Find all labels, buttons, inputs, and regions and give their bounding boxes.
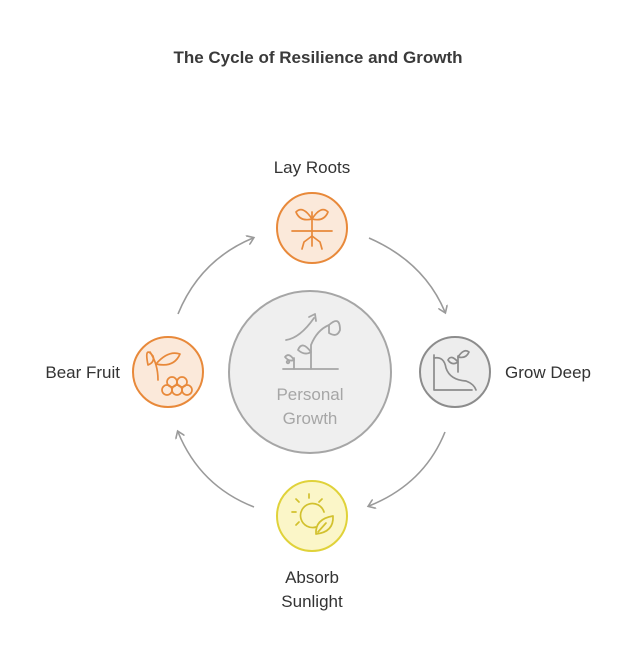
label-grow-deep: Grow Deep (505, 363, 591, 382)
diagram-title: The Cycle of Resilience and Growth (173, 48, 463, 67)
arrow-sunlight-to-fruit (178, 432, 255, 508)
fruit-branch-icon (145, 351, 193, 396)
sprout-roots-icon (291, 208, 333, 250)
arrow-fruit-to-roots (177, 238, 253, 315)
arrow-roots-to-deep (368, 237, 445, 312)
center-label-line1: Personal (276, 385, 344, 404)
node-lay-roots (276, 192, 348, 264)
label-absorb-sunlight-line2: Sunlight (281, 592, 343, 611)
center-label-line2: Growth (282, 409, 338, 428)
label-bear-fruit: Bear Fruit (45, 363, 120, 382)
label-absorb-sunlight-line1: Absorb (285, 568, 339, 587)
node-bear-fruit (132, 336, 204, 408)
plant-growth-icon (282, 313, 341, 370)
arrow-deep-to-sunlight (369, 431, 446, 506)
center-label: Personal Growth (230, 383, 390, 431)
label-absorb-sunlight: Absorb Sunlight (252, 566, 372, 614)
node-absorb-sunlight (276, 480, 348, 552)
label-lay-roots: Lay Roots (273, 158, 351, 177)
center-node (228, 290, 392, 454)
sun-leaf-icon (291, 493, 334, 535)
cliff-plant-icon (433, 349, 477, 391)
node-grow-deep (419, 336, 491, 408)
